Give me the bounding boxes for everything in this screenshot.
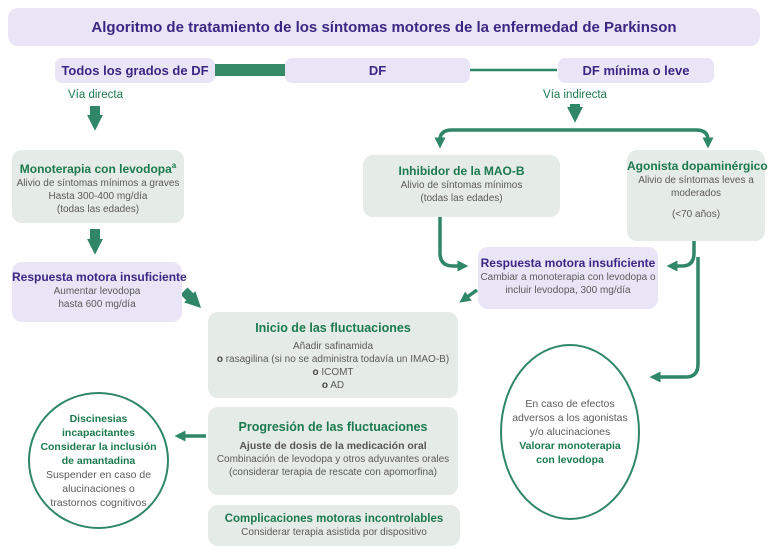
node-line: Hasta 300-400 mg/día bbox=[48, 191, 148, 202]
node-line: (considerar terapia de rescate con apomo… bbox=[229, 467, 437, 478]
node-line: o rasagilina (si no se administra todaví… bbox=[216, 354, 450, 365]
diagram-title: Algoritmo de tratamiento de los síntomas… bbox=[91, 18, 677, 36]
node-inicio-fluctuaciones: Inicio de las fluctuaciones Añadir safin… bbox=[208, 312, 458, 398]
node-complicaciones-motoras: Complicaciones motoras incontrolables Co… bbox=[208, 505, 460, 546]
node-line: Alivio de síntomas mínimos a graves bbox=[16, 178, 180, 189]
node-respuesta-insuficiente-izq: Respuesta motora insuficiente Aumentar l… bbox=[12, 262, 187, 322]
line-maob-to-respuesta bbox=[438, 217, 469, 272]
node-respuesta-insuficiente-der: Respuesta motora insuficiente Cambiar a … bbox=[478, 247, 658, 309]
node-title: Complicaciones motoras incontrolables bbox=[224, 513, 444, 525]
arrow-respuesta-to-inicio bbox=[180, 287, 202, 309]
label-via-directa: Vía directa bbox=[68, 89, 123, 101]
node-agonista-dopaminergico: Agonista dopaminérgico Alivio de síntoma… bbox=[627, 150, 768, 241]
header-all-grades-df: Todos los grados de DF bbox=[55, 58, 215, 83]
node-line: (todas las edades) bbox=[420, 193, 503, 204]
bracket-to-agonista bbox=[575, 128, 714, 149]
diagram-title-bar: Algoritmo de tratamiento de los síntomas… bbox=[8, 8, 760, 46]
label-via-indirecta: Vía indirecta bbox=[543, 89, 607, 101]
node-line: y/o alucinaciones bbox=[529, 426, 611, 438]
node-title: Progresión de las fluctuaciones bbox=[238, 420, 428, 434]
line-agonista-to-respuesta bbox=[666, 241, 696, 272]
node-inhibidor-mao-b: Inhibidor de la MAO-B Alivio de síntomas… bbox=[363, 155, 560, 217]
node-line: (todas las edades) bbox=[56, 204, 140, 215]
line-agonista-to-circle bbox=[649, 257, 700, 383]
node-line: con levodopa bbox=[536, 454, 604, 466]
node-line: incluir levodopa, 300 mg/día bbox=[505, 285, 631, 296]
node-line: trastornos cognitivos bbox=[50, 496, 147, 509]
node-monoterapia-levodopa: Monoterapia con levodopaa Alivio de sínt… bbox=[12, 150, 184, 223]
node-line: o AD bbox=[321, 380, 345, 391]
node-line: En caso de efectos bbox=[525, 398, 615, 410]
node-line: Suspender en caso de bbox=[45, 468, 152, 481]
node-line: incapacitantes bbox=[62, 426, 135, 439]
bracket-to-maob bbox=[434, 128, 575, 149]
node-line: de amantadina bbox=[61, 454, 136, 467]
node-line: alucinaciones o bbox=[62, 482, 135, 495]
node-line: adversos a los agonistas bbox=[512, 412, 628, 424]
node-line: Considerar la inclusión bbox=[40, 440, 157, 453]
node-line: hasta 600 mg/día bbox=[58, 299, 136, 310]
node-line: moderados bbox=[670, 188, 722, 199]
node-line: Alivio de síntomas leves a bbox=[638, 175, 754, 186]
node-line: Valorar monoterapia bbox=[519, 440, 621, 452]
node-title: Respuesta motora insuficiente bbox=[480, 256, 656, 270]
node-efectos-adversos-circle: En caso de efectos adversos a los agonis… bbox=[500, 344, 640, 520]
node-discinesias-circle: Discinesias incapacitantes Considerar la… bbox=[28, 392, 169, 529]
node-line: Añadir safinamida bbox=[292, 341, 374, 352]
node-line: Alivio de síntomas mínimos bbox=[400, 180, 523, 191]
arrow-respuestader-to-inicio bbox=[459, 288, 479, 303]
node-subtitle: Ajuste de dosis de la medicación oral bbox=[239, 440, 427, 452]
node-title: Respuesta motora insuficiente bbox=[12, 270, 187, 284]
node-title: Monoterapia con levodopaa bbox=[19, 161, 177, 176]
node-line: Cambiar a monoterapia con levodopa o bbox=[480, 272, 656, 283]
node-progresion-fluctuaciones: Progresión de las fluctuaciones Ajuste d… bbox=[208, 407, 458, 495]
node-line: o ICOMT bbox=[312, 367, 354, 378]
header-df-minima: DF mínima o leve bbox=[558, 58, 714, 83]
node-line: Aumentar levodopa bbox=[53, 286, 141, 297]
bar-allgrades-df bbox=[215, 64, 286, 76]
node-line: Combinación de levodopa y otros adyuvant… bbox=[216, 454, 450, 465]
node-line: Considerar terapia asistida por disposit… bbox=[241, 527, 427, 538]
node-line: Discinesias bbox=[69, 412, 128, 425]
node-title: Inhibidor de la MAO-B bbox=[398, 164, 525, 178]
node-title: Inicio de las fluctuaciones bbox=[255, 321, 411, 335]
node-line: (<70 años) bbox=[671, 209, 721, 220]
node-title: Agonista dopaminérgico bbox=[627, 159, 768, 173]
header-df: DF bbox=[285, 58, 470, 83]
